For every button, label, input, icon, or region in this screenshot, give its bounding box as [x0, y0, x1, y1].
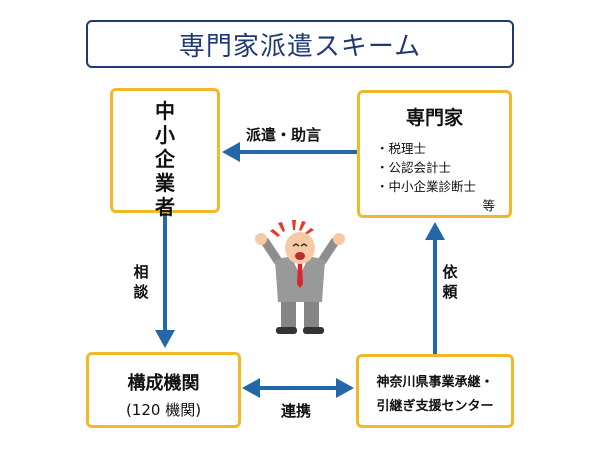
expert-item: 公認会計士: [376, 158, 476, 177]
businessman-cheering-icon: [255, 220, 345, 334]
sme-char: 中: [155, 99, 175, 123]
dispatch-label: 派遣・助言: [246, 126, 322, 144]
center-box: 神奈川県事業承継・ 引継ぎ支援センター: [356, 354, 514, 428]
expert-box: 専門家 税理士 公認会計士 中小企業診断士 等: [357, 90, 512, 218]
expert-item: 中小企業診断士: [376, 177, 477, 196]
consult-label: 相 談: [131, 262, 151, 302]
expert-title: 専門家: [405, 107, 463, 129]
expert-list: 税理士 公認会計士 中小企業診断士: [376, 139, 477, 196]
sme-char: 者: [155, 195, 175, 219]
arrow-request: [425, 222, 445, 354]
org-title: 構成機関: [127, 373, 200, 394]
center-name-line1: 神奈川県事業承継・: [376, 375, 494, 390]
sme-char: 業: [155, 171, 175, 195]
org-subtitle: (120 機関): [125, 401, 202, 419]
expert-item: 税理士: [376, 139, 476, 158]
request-char: 依: [442, 263, 458, 281]
expert-etc: 等: [482, 198, 495, 213]
org-box: 構成機関 (120 機関): [86, 352, 241, 428]
arrow-dispatch: [222, 142, 357, 162]
sme-char: 企: [155, 147, 175, 171]
request-label: 依 頼: [440, 262, 460, 302]
consult-char: 相: [133, 263, 149, 281]
sme-char: 小: [155, 123, 175, 147]
sme-box: 中 小 企 業 者: [110, 88, 220, 219]
center-name-line2: 引継ぎ支援センター: [376, 399, 494, 414]
sme-label: 中 小 企 業 者: [113, 99, 217, 219]
cooperation-label: 連携: [281, 402, 312, 420]
diagram-title: 専門家派遣スキーム: [86, 20, 514, 68]
arrow-consult: [155, 213, 175, 348]
request-char: 頼: [442, 283, 458, 301]
arrow-cooperation: [242, 378, 354, 398]
consult-char: 談: [133, 283, 149, 301]
